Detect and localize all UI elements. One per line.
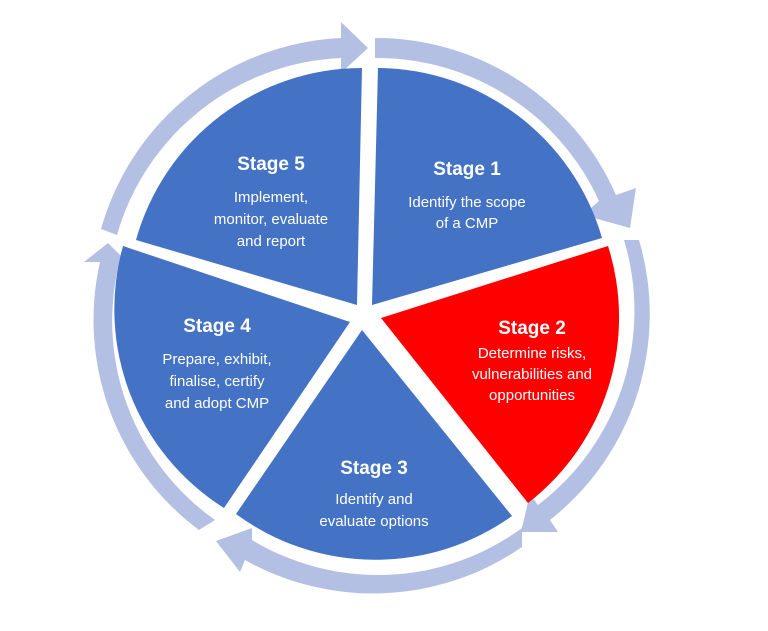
stage-5-label: Stage 5 Implement, monitor, evaluate and… — [214, 154, 328, 250]
stage-4-desc-line-3: and adopt CMP — [165, 395, 269, 412]
stage-5-segment — [136, 68, 362, 305]
stage-3-label: Stage 3 Identify and evaluate options — [319, 458, 428, 530]
stage-2-desc-line-2: vulnerabilities and — [472, 366, 592, 383]
stage-4-desc-line-1: Prepare, exhibit, — [162, 351, 271, 368]
stage-2-desc-line-3: opportunities — [489, 387, 575, 404]
stage-4-desc-line-2: finalise, certify — [169, 373, 265, 390]
stage-1-title: Stage 1 — [433, 159, 501, 180]
stage-1-segment — [372, 68, 602, 305]
stage-5-desc-line-1: Implement, — [234, 189, 308, 206]
stage-2-segment — [381, 246, 620, 503]
cycle-arrow-stage4-to-5 — [84, 243, 215, 530]
stage-4-title: Stage 4 — [183, 316, 251, 337]
stage-2-desc-line-1: Determine risks, — [478, 345, 586, 362]
stage-3-segment — [236, 330, 512, 560]
stage-2-label: Stage 2 Determine risks, vulnerabilities… — [472, 318, 592, 404]
cycle-arrow-stage3-to-4 — [216, 528, 522, 594]
cycle-segments — [114, 68, 620, 560]
cycle-arrow-stage5-to-1 — [101, 22, 368, 235]
stage-4-segment — [114, 246, 351, 508]
stage-2-title: Stage 2 — [498, 318, 566, 339]
stage-5-title: Stage 5 — [237, 154, 305, 175]
stage-1-desc-line-1: Identify the scope — [408, 194, 526, 211]
stage-3-desc-line-1: Identify and — [335, 491, 413, 508]
cycle-arrow-ring — [84, 22, 650, 594]
stage-1-desc-line-2: of a CMP — [436, 215, 499, 232]
cycle-arrow-stage1-to-2 — [375, 37, 636, 228]
cycle-arrow-stage2-to-3 — [521, 240, 650, 532]
stage-4-label: Stage 4 Prepare, exhibit, finalise, cert… — [162, 316, 271, 412]
stage-3-title: Stage 3 — [340, 458, 408, 479]
stage-5-desc-line-2: monitor, evaluate — [214, 211, 328, 228]
stage-5-desc-line-3: and report — [237, 233, 306, 250]
stage-3-desc-line-2: evaluate options — [319, 513, 428, 530]
stage-1-label: Stage 1 Identify the scope of a CMP — [408, 159, 526, 232]
